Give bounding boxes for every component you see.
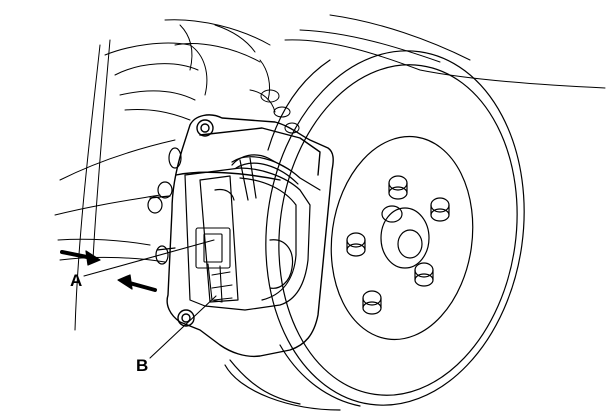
stud-4	[414, 262, 434, 287]
brake-disc	[224, 50, 525, 411]
leader-b	[149, 295, 217, 359]
caliper-body	[184, 154, 311, 311]
wheel-hub	[380, 205, 430, 269]
brake-pads	[195, 227, 233, 303]
callout-label-b: B	[136, 356, 149, 375]
brake-hose	[231, 156, 321, 191]
callout-leaders	[83, 239, 217, 359]
wheel-studs	[346, 175, 450, 315]
leader-a	[83, 239, 215, 277]
caliper-bolts	[147, 147, 182, 265]
stud-1	[388, 175, 408, 200]
stud-3	[346, 232, 366, 257]
callout-label-a: A	[70, 271, 83, 290]
stud-5	[362, 290, 382, 315]
suspension-background	[54, 14, 606, 331]
strut-coil	[260, 89, 300, 134]
arrow-left-bottom	[117, 274, 157, 292]
stud-2	[430, 197, 450, 222]
direction-arrows	[60, 250, 157, 292]
caliper-bracket	[166, 114, 334, 358]
arrow-left-top	[60, 250, 101, 266]
